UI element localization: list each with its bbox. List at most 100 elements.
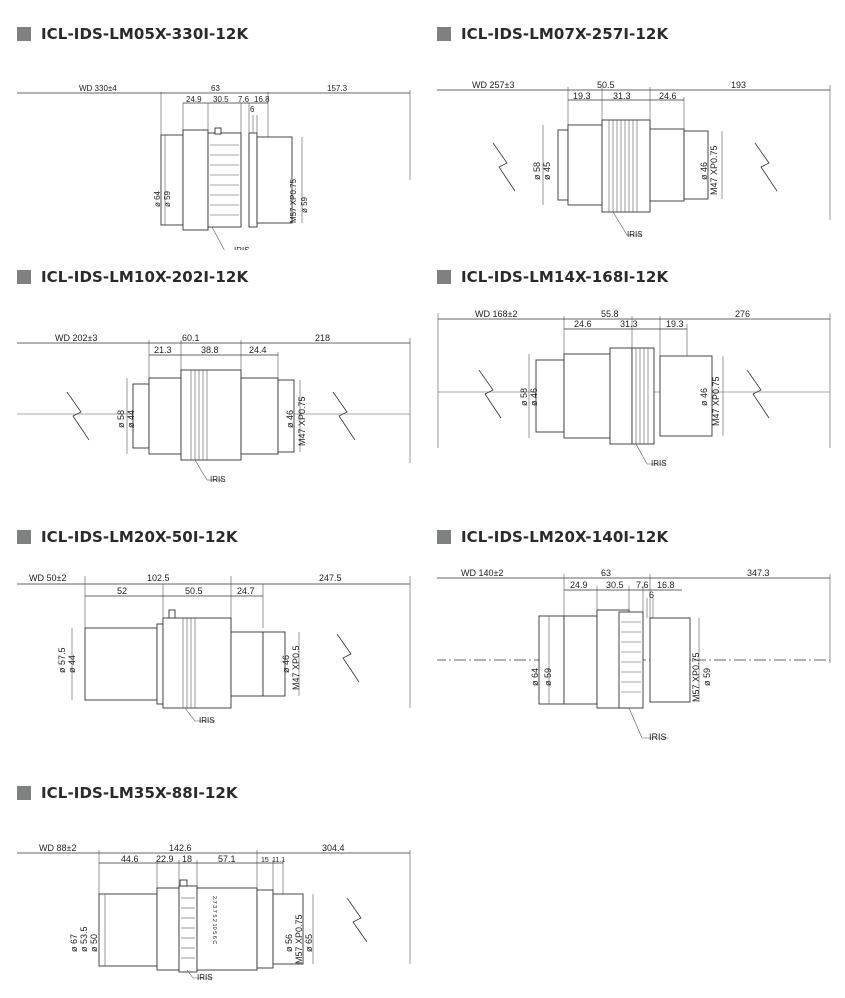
square-marker-icon xyxy=(17,270,31,284)
axis-break-icon xyxy=(336,633,360,683)
axis-break-icon xyxy=(492,142,516,192)
dim-label: 16.8 xyxy=(254,95,270,104)
dim-label: 15 xyxy=(261,857,269,864)
wd-label: WD 330±4 xyxy=(79,84,117,93)
dim-label: 63 xyxy=(211,84,220,93)
iris-label: IRIS xyxy=(234,246,250,250)
diameter-label: ø 59 xyxy=(702,668,712,686)
wd-label: WD 168±2 xyxy=(475,309,517,319)
dim-label: 193 xyxy=(731,80,746,90)
diameter-label: ø 53.5 xyxy=(79,926,89,952)
dim-label: 6 xyxy=(250,105,255,114)
wd-label: WD 202±3 xyxy=(55,333,97,343)
square-marker-icon xyxy=(17,786,31,800)
dim-label: 347.3 xyxy=(747,568,770,578)
dim-label: 7.6 xyxy=(238,95,250,104)
dim-label: 11.1 xyxy=(272,857,285,864)
dim-label: 50.5 xyxy=(597,80,615,90)
dim-label: 18 xyxy=(182,854,192,864)
lens-body xyxy=(132,369,295,461)
dim-label: 16.8 xyxy=(657,580,675,590)
diameter-label: M47 XP0.75 xyxy=(711,376,721,426)
diameter-label: ø 58 xyxy=(116,410,126,428)
diameter-label: ø 58 xyxy=(532,162,542,180)
diameter-label: ø 46 xyxy=(699,162,709,180)
diameter-label: ø 67 xyxy=(69,934,79,952)
axis-break-icon xyxy=(754,142,778,192)
dim-label: 7.6 xyxy=(636,580,649,590)
panel-header: ICL-IDS-LM14X-168I-12K xyxy=(437,268,668,286)
square-marker-icon xyxy=(17,27,31,41)
diameter-label: ø 56 xyxy=(284,934,294,952)
lens-panel-lm10x-202i: ICL-IDS-LM10X-202I-12K WD 202±3 60.1 218… xyxy=(17,268,417,498)
focus-ring-knurl xyxy=(608,120,638,212)
lens-drawing: WD 140±2 63 347.3 24.9 30.5 7.6 16.8 6 I… xyxy=(437,568,831,742)
focus-ring-knurl xyxy=(190,370,208,460)
dim-label: 276 xyxy=(735,309,750,319)
dim-label: 304.4 xyxy=(322,843,345,853)
wd-label: WD 50±2 xyxy=(29,573,66,583)
diameter-label: ø 59 xyxy=(163,190,172,207)
dim-label: 218 xyxy=(315,333,330,343)
diameter-label: M47 XP0.5 xyxy=(291,645,301,690)
dim-label: 21.3 xyxy=(154,345,172,355)
lens-body xyxy=(98,879,304,973)
dim-label: 24.6 xyxy=(574,319,592,329)
square-marker-icon xyxy=(17,530,31,544)
dim-label: 38.8 xyxy=(201,345,219,355)
iris-label: IRIS xyxy=(627,230,643,239)
iris-label: IRIS xyxy=(651,459,667,468)
dim-label: 22.9 xyxy=(156,854,174,864)
dim-label: 24.9 xyxy=(570,580,588,590)
dim-label: 102.5 xyxy=(147,573,170,583)
panel-title: ICL-IDS-LM07X-257I-12K xyxy=(461,25,669,43)
square-marker-icon xyxy=(437,270,451,284)
lens-drawing: WD 88±2 142.6 304.4 44.6 22.9 18 57.1 15… xyxy=(17,843,411,982)
dim-label: 24.4 xyxy=(249,345,267,355)
iris-label: IRIS xyxy=(199,716,215,725)
axis-break-icon xyxy=(346,897,368,943)
lens-panel-lm07x-257i: ICL-IDS-LM07X-257I-12K WD 257±3 50.5 193… xyxy=(437,25,837,250)
diameter-label: ø 57.5 xyxy=(57,647,67,673)
lens-body xyxy=(538,598,691,709)
dim-label: 142.6 xyxy=(169,843,192,853)
focus-ring-knurl xyxy=(621,621,641,693)
square-marker-icon xyxy=(437,530,451,544)
lens-drawing: WD 257±3 50.5 193 19.3 31.3 24.6 IRIS ø … xyxy=(437,80,831,239)
panel-header: ICL-IDS-LM10X-202I-12K xyxy=(17,268,248,286)
diameter-label: ø 45 xyxy=(542,162,552,180)
panel-header: ICL-IDS-LM05X-330I-12K xyxy=(17,25,248,43)
iris-label: IRIS xyxy=(210,475,226,484)
panel-title: ICL-IDS-LM20X-50I-12K xyxy=(41,528,238,546)
dim-label: 24.6 xyxy=(659,91,677,101)
dim-label: 24.9 xyxy=(186,95,202,104)
dim-label: 157.3 xyxy=(327,84,348,93)
lens-drawing: WD 202±3 60.1 218 21.3 38.8 24.4 IRIS ø … xyxy=(17,333,411,484)
lens-drawing: WD 168±2 55.8 276 24.6 31.3 19.3 IRIS ø … xyxy=(437,309,831,468)
diameter-label: M57 XP0.75 xyxy=(294,914,304,964)
diameter-label: ø 44 xyxy=(67,655,77,673)
dim-label: 19.3 xyxy=(573,91,591,101)
axis-break-icon xyxy=(746,369,770,419)
dim-label: 60.1 xyxy=(182,333,200,343)
square-marker-icon xyxy=(437,27,451,41)
iris-label: IRIS xyxy=(649,732,667,742)
lens-body xyxy=(84,609,286,709)
aperture-scale: 2.7 3.7 5.2 10 5.6 C xyxy=(211,896,217,944)
dim-label: 30.5 xyxy=(606,580,624,590)
wd-label: WD 140±2 xyxy=(461,568,503,578)
lens-panel-lm14x-168i: ICL-IDS-LM14X-168I-12K WD 168±2 55.8 276… xyxy=(437,268,837,498)
axis-break-icon xyxy=(66,391,90,441)
diameter-label: ø 58 xyxy=(519,388,529,406)
dim-label: 6 xyxy=(649,590,654,600)
diameter-label: ø 44 xyxy=(126,410,136,428)
dim-label: 50.5 xyxy=(185,586,203,596)
panel-header: ICL-IDS-LM20X-140I-12K xyxy=(437,528,668,546)
diameter-label: ø 46 xyxy=(285,410,295,428)
diameter-label: ø 50 xyxy=(89,934,99,952)
wd-label: WD 257±3 xyxy=(472,80,514,90)
dim-label: 52 xyxy=(117,586,127,596)
panel-title: ICL-IDS-LM05X-330I-12K xyxy=(41,25,249,43)
diameter-label: ø 46 xyxy=(699,388,709,406)
diameter-label: ø 64 xyxy=(153,190,162,207)
